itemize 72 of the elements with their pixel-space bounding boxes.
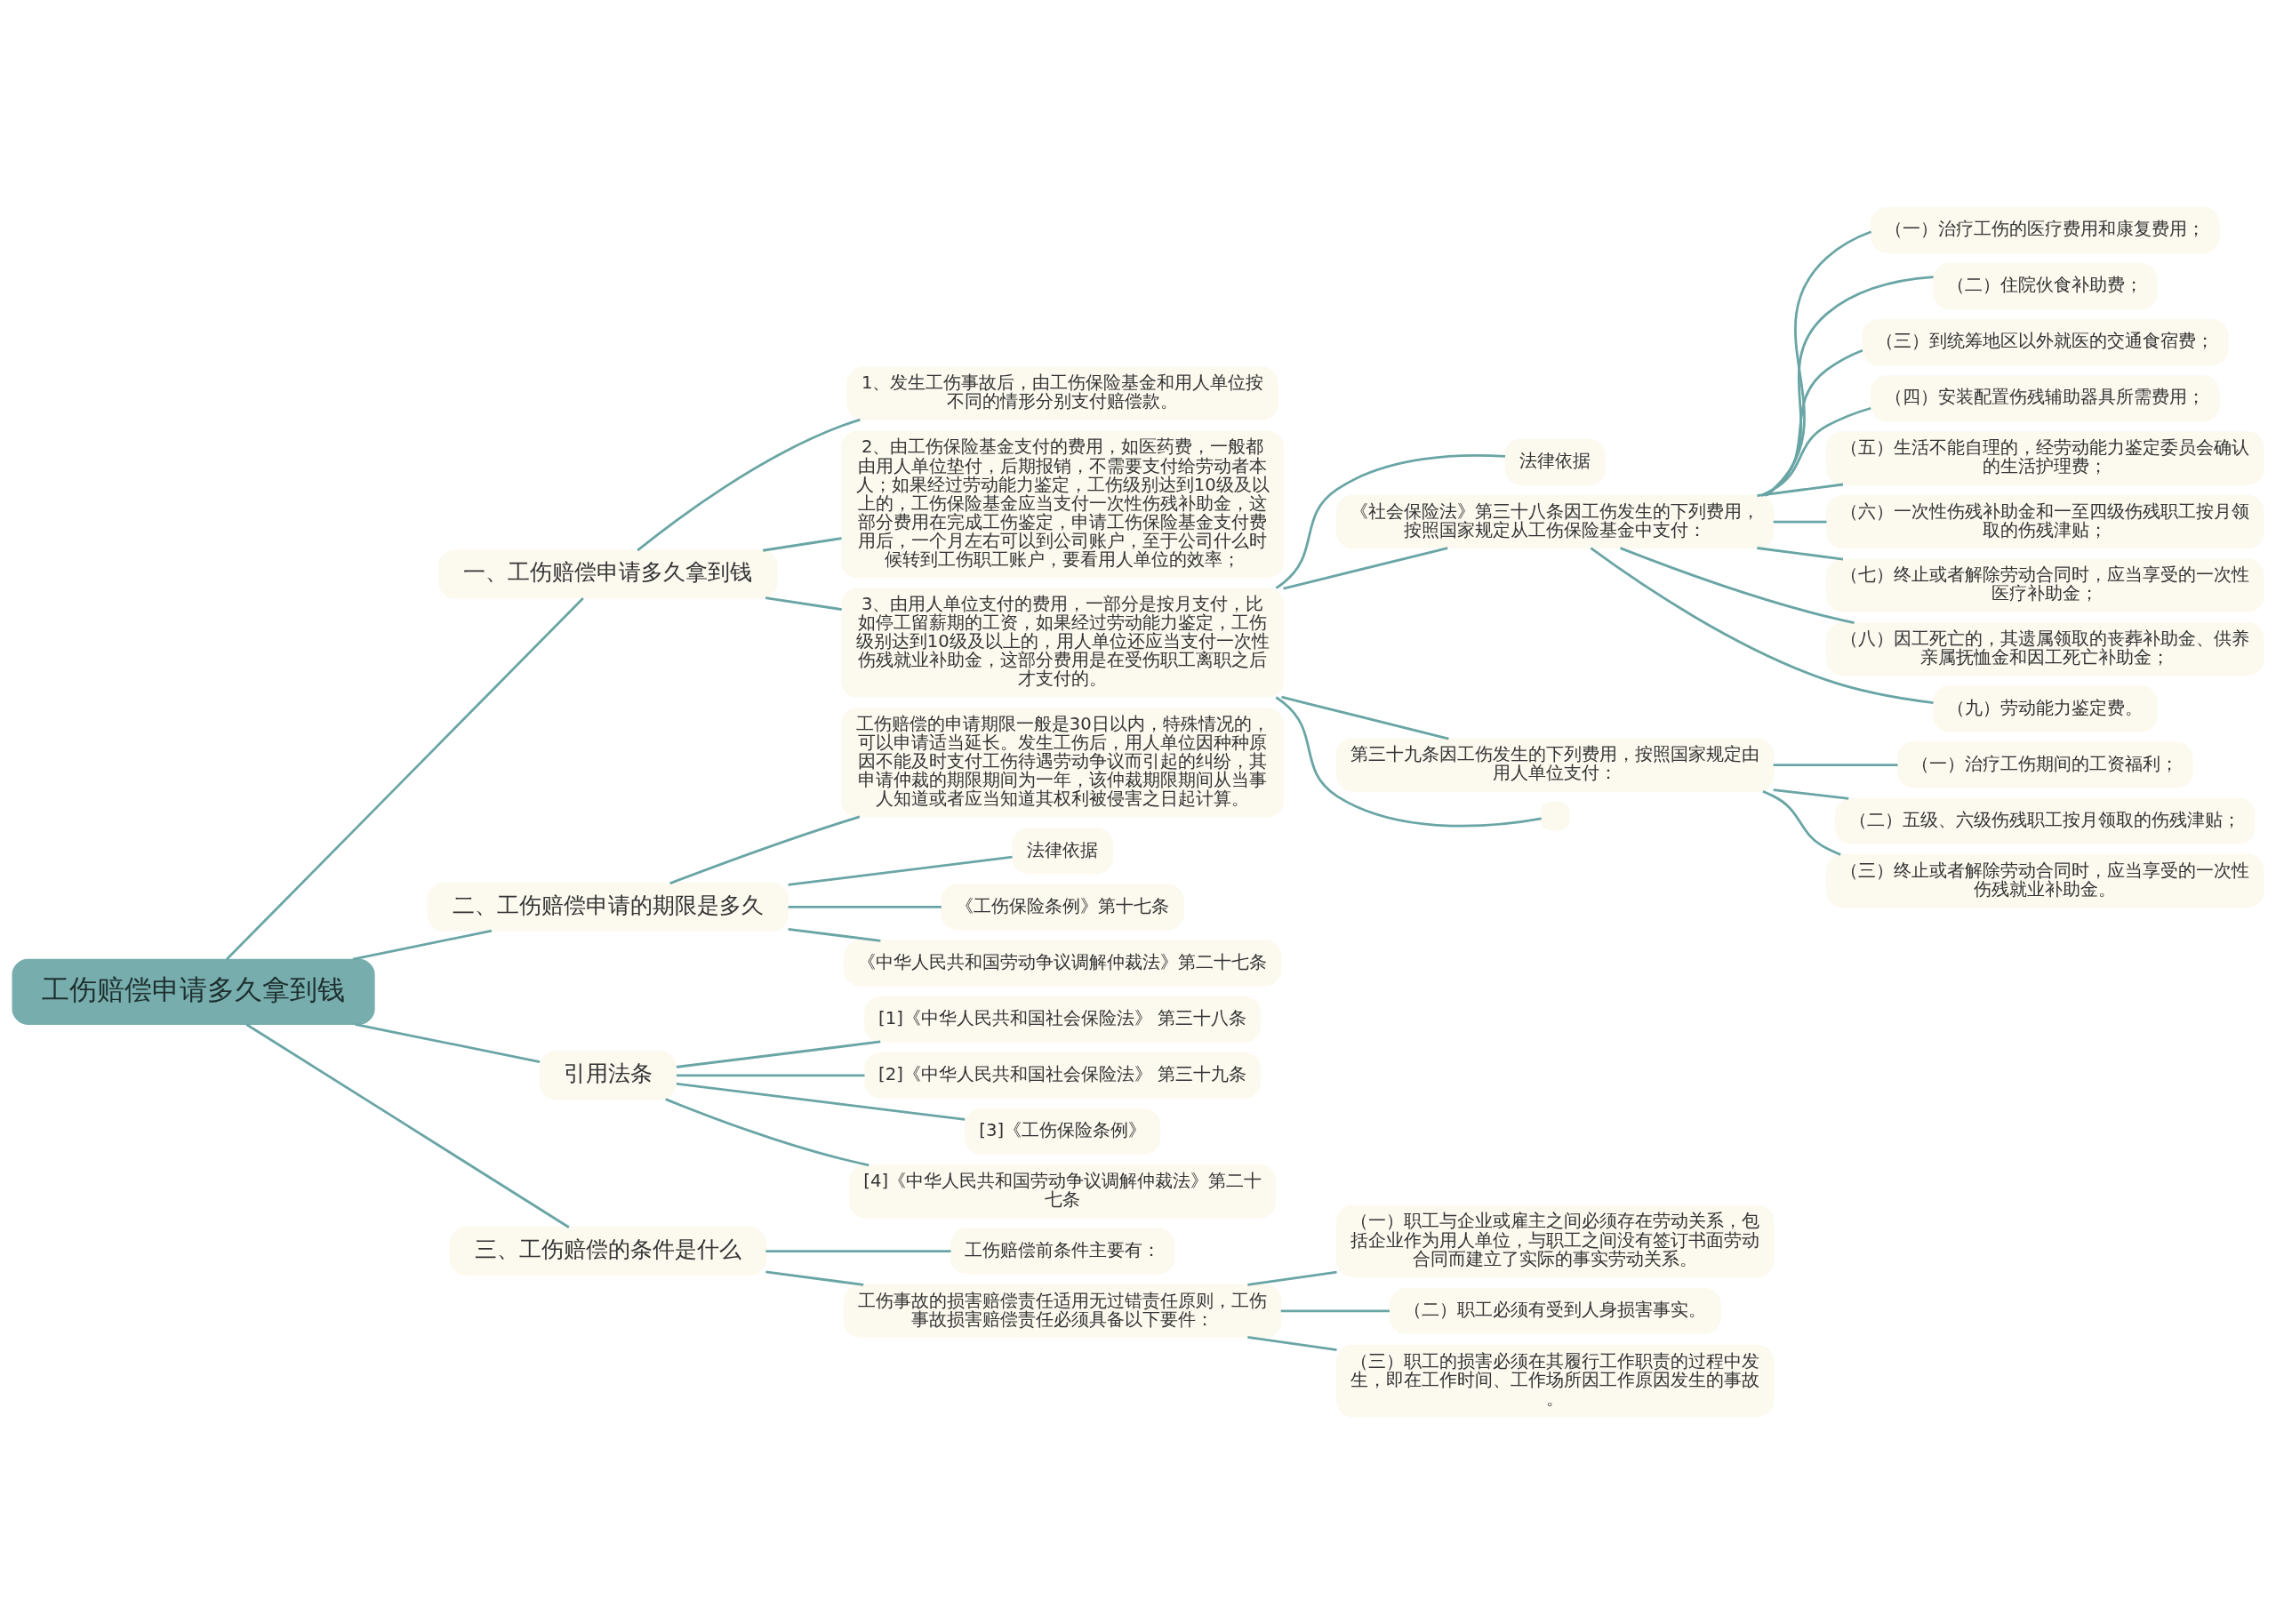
node-box: 一、工伤赔偿申请多久拿到钱 bbox=[438, 549, 778, 599]
node-box: （二）住院伙食补助费； bbox=[1933, 263, 2158, 309]
connector bbox=[355, 1023, 541, 1063]
connector bbox=[1763, 348, 1863, 497]
connector bbox=[665, 1098, 870, 1167]
connector bbox=[1590, 547, 1934, 704]
node-box: （三）职工的损害必须在其履行工作职责的过程中发生，即在工作时间、工作场所因工作原因发生的事故。 bbox=[1336, 1344, 1775, 1418]
connector bbox=[637, 418, 861, 552]
node-box: [2]《中华人民共和国社会保险法》 第三十九条 bbox=[864, 1052, 1262, 1099]
node-box: [1]《中华人民共和国社会保险法》 第三十八条 bbox=[864, 996, 1262, 1043]
node-box: （二）职工必须有受到人身损害事实。 bbox=[1389, 1287, 1721, 1334]
node-box: 法律依据 bbox=[1012, 828, 1113, 875]
connector bbox=[1275, 696, 1542, 828]
node-box: （一）治疗工伤期间的工资福利； bbox=[1897, 741, 2193, 788]
node-box: （一）职工与企业或雇主之间必须存在劳动关系，包括企业作为用人单位，与职工之间没有签订书面劳动合同而建立了实际的事实劳动关系。 bbox=[1336, 1204, 1775, 1277]
node-box: 1、发生工伤事故后，由工伤保险基金和用人单位按不同的情形分别支付赔偿款。 bbox=[846, 366, 1278, 420]
connector bbox=[1765, 230, 1872, 497]
connector bbox=[1280, 1309, 1390, 1313]
node-box: 工伤赔偿申请多久拿到钱 bbox=[12, 958, 375, 1025]
node-box: [4]《中华人民共和国劳动争议调解仲裁法》第二十七条 bbox=[849, 1164, 1276, 1219]
connector bbox=[676, 1082, 966, 1121]
node-box: 工伤赔偿前条件主要有： bbox=[950, 1228, 1175, 1275]
node-box: 工伤事故的损害赔偿责任适用无过错责任原则，工伤事故损害赔偿责任必须具备以下要件： bbox=[844, 1284, 1282, 1339]
connector bbox=[1757, 547, 1844, 561]
connector bbox=[1773, 788, 1849, 800]
connector bbox=[1281, 695, 1449, 740]
node-box: （五）生活不能自理的，经劳动能力鉴定委员会确认的生活护理费； bbox=[1826, 431, 2264, 485]
node-box: 三、工伤赔偿的条件是什么 bbox=[449, 1227, 767, 1276]
connector bbox=[245, 1023, 570, 1228]
node-box: （二）五级、六级伤残职工按月领取的伤残津贴； bbox=[1835, 797, 2256, 844]
connector bbox=[788, 928, 881, 942]
connector bbox=[225, 597, 584, 961]
connector bbox=[352, 929, 493, 961]
node-box: 法律依据 bbox=[1504, 438, 1606, 485]
node-box: 2、由工伤保险基金支付的费用，如医药费，一般都由用人单位垫付，后期报销，不需要支付给劳动者本人；如果经过劳动能力鉴定，工伤级别达到10级及以上的，工伤保险基金应当支付一次性伤残补助金，这部分费用在完成工伤鉴定，申请工伤保险基金支付费用后，一个月左右可以到公司账户，至于公司什么时候转到工伤职工账户，要看用人单位的效率； bbox=[841, 430, 1285, 579]
connector bbox=[1762, 789, 1841, 856]
connector bbox=[676, 1040, 881, 1068]
connector bbox=[788, 855, 1013, 886]
node-box: （八）因工死亡的，其遗属领取的丧葬补助金、供养亲属抚恤金和因工死亡补助金； bbox=[1826, 621, 2264, 676]
connector bbox=[1247, 1270, 1337, 1286]
node-box: 《中华人民共和国劳动争议调解仲裁法》第二十七条 bbox=[844, 940, 1282, 987]
connector bbox=[1247, 1335, 1337, 1351]
connector bbox=[1757, 483, 1844, 497]
node-box: （四）安装配置伤残辅助器具所需费用； bbox=[1871, 375, 2220, 422]
node-box: 《社会保险法》第三十八条因工伤发生的下列费用，按照国家规定从工伤保险基金中支付： bbox=[1336, 494, 1775, 549]
node-box: 引用法条 bbox=[539, 1051, 677, 1100]
connector bbox=[788, 906, 942, 908]
connector bbox=[1773, 764, 1898, 766]
node-box: （六）一次性伤残补助金和一至四级伤残职工按月领取的伤残津贴； bbox=[1826, 494, 2264, 549]
node-box bbox=[1541, 801, 1570, 831]
node-box: 3、由用人单位支付的费用，一部分是按月支付，比如停工留薪期的工资，如果经过劳动能力鉴定，工伤级别达到10级及以上的，用人单位还应当支付一次性伤残就业补助金，这部分费用是在受伤职工离职之后才支付的。 bbox=[841, 588, 1285, 698]
connector bbox=[1765, 276, 1934, 497]
connector bbox=[1773, 520, 1827, 524]
connector bbox=[762, 537, 842, 552]
connector bbox=[669, 815, 861, 885]
node-box: （三）终止或者解除劳动合同时，应当享受的一次性伤残就业补助金。 bbox=[1826, 853, 2264, 908]
connector bbox=[765, 1270, 864, 1286]
node-box: [3]《工伤保险条例》 bbox=[965, 1108, 1161, 1155]
connector bbox=[676, 1074, 865, 1077]
node-box: 工伤赔偿的申请期限一般是30日以内，特殊情况的，可以申请适当延长。发生工伤后，用人单位因种种原因不能及时支付工伤待遇劳动争议而引起的纠纷，其申请仲裁的期限期间为一年，该仲裁期限期间从当事人知道或者应当知道其权利被侵害之日起计算。 bbox=[841, 708, 1285, 818]
node-box: （九）劳动能力鉴定费。 bbox=[1933, 685, 2158, 732]
node-box: （七）终止或者解除劳动合同时，应当享受的一次性医疗补助金； bbox=[1826, 558, 2264, 612]
node-box: 第三十九条因工伤发生的下列费用，按照国家规定由用人单位支付： bbox=[1336, 738, 1775, 792]
node-box: （一）治疗工伤的医疗费用和康复费用； bbox=[1871, 206, 2220, 253]
connector bbox=[1275, 454, 1506, 589]
connector bbox=[765, 596, 842, 611]
connector bbox=[1620, 547, 1855, 624]
node-box: （三）到统筹地区以外就医的交通食宿费； bbox=[1862, 319, 2229, 366]
connector bbox=[1283, 547, 1448, 590]
connector bbox=[765, 1250, 951, 1252]
node-box: 《工伤保险条例》第十七条 bbox=[941, 884, 1184, 931]
node-box: 二、工伤赔偿申请的期限是多久 bbox=[427, 883, 789, 932]
